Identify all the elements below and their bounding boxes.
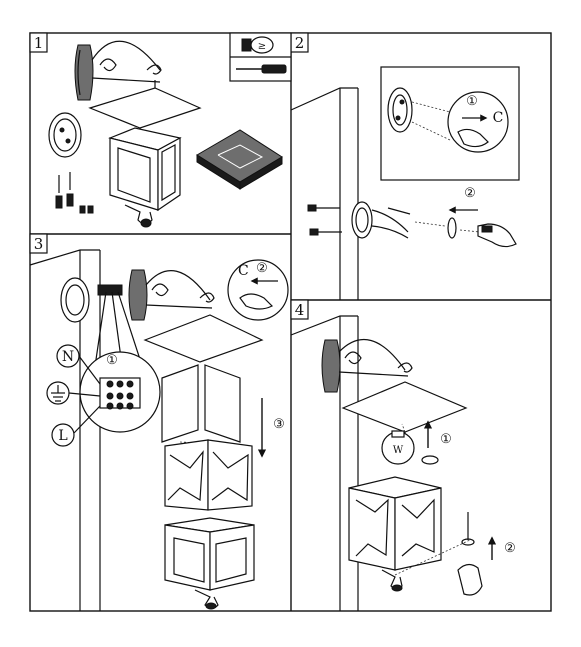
p3-decorative-frame bbox=[164, 439, 253, 511]
wall-corner-p2 bbox=[290, 87, 359, 300]
p2-callout-1: ① bbox=[466, 94, 478, 109]
svg-text:C: C bbox=[238, 263, 249, 279]
panel-3-number: 3 bbox=[29, 233, 48, 254]
p4-lantern-frame bbox=[348, 476, 442, 592]
panel-4-number: 4 bbox=[290, 299, 309, 320]
detail-inset: ① C bbox=[380, 66, 520, 181]
lantern-body bbox=[108, 127, 182, 228]
svg-text:C: C bbox=[493, 110, 504, 126]
neutral-text: N bbox=[62, 349, 74, 365]
panel-1-label: 1 bbox=[34, 34, 44, 52]
mounting-screws bbox=[55, 172, 94, 214]
p4-callout-2: ② bbox=[504, 541, 516, 556]
p3-callout-1: ① bbox=[106, 353, 118, 368]
panel-2-number: 2 bbox=[290, 32, 309, 53]
p3-terminal-block: ① bbox=[79, 291, 161, 433]
wall-mount-plate bbox=[48, 112, 82, 158]
p2-exploded-assembly: ② bbox=[307, 186, 517, 248]
panel-3-label: 3 bbox=[34, 235, 44, 253]
p3-arrow-down: ③ bbox=[257, 398, 285, 458]
screwdriver-icon bbox=[236, 64, 287, 74]
wire-live-label: L bbox=[51, 405, 101, 447]
panel-2-label: 2 bbox=[295, 34, 305, 52]
bulb-letter: W bbox=[393, 445, 404, 456]
p3-glass-panels bbox=[161, 364, 241, 446]
ground-symbol-icon bbox=[46, 381, 101, 405]
panel-1-number: 1 bbox=[29, 32, 48, 53]
p3-roof bbox=[143, 314, 264, 363]
tools-box: ≥ bbox=[229, 32, 292, 82]
roof-glass-panel bbox=[196, 129, 283, 190]
p4-callout-1: ① bbox=[440, 432, 452, 447]
p3-lantern-base bbox=[164, 517, 255, 610]
wire-neutral-label: N bbox=[56, 344, 101, 385]
live-text: L bbox=[58, 428, 67, 444]
p4-arrow-up-1: ① bbox=[421, 420, 452, 465]
lantern-roof-top bbox=[88, 87, 202, 132]
p4-finial-install: ② bbox=[394, 512, 516, 596]
svg-text:≥: ≥ bbox=[258, 41, 266, 52]
p4-bracket-arm bbox=[321, 338, 468, 438]
p2-callout-2: ② bbox=[464, 186, 476, 201]
wall-bracket-arm bbox=[74, 40, 162, 101]
led-bulb-icon: ≥ bbox=[241, 36, 274, 54]
p3-callout-3: ③ bbox=[273, 417, 285, 432]
p3-callout-2: ② bbox=[256, 261, 268, 276]
p4-light-bulb: W bbox=[381, 423, 415, 465]
p3-detail-circle: C ② bbox=[227, 259, 289, 321]
panel-4-label: 4 bbox=[295, 301, 305, 319]
p3-wall-plate-and-arm bbox=[60, 269, 215, 323]
